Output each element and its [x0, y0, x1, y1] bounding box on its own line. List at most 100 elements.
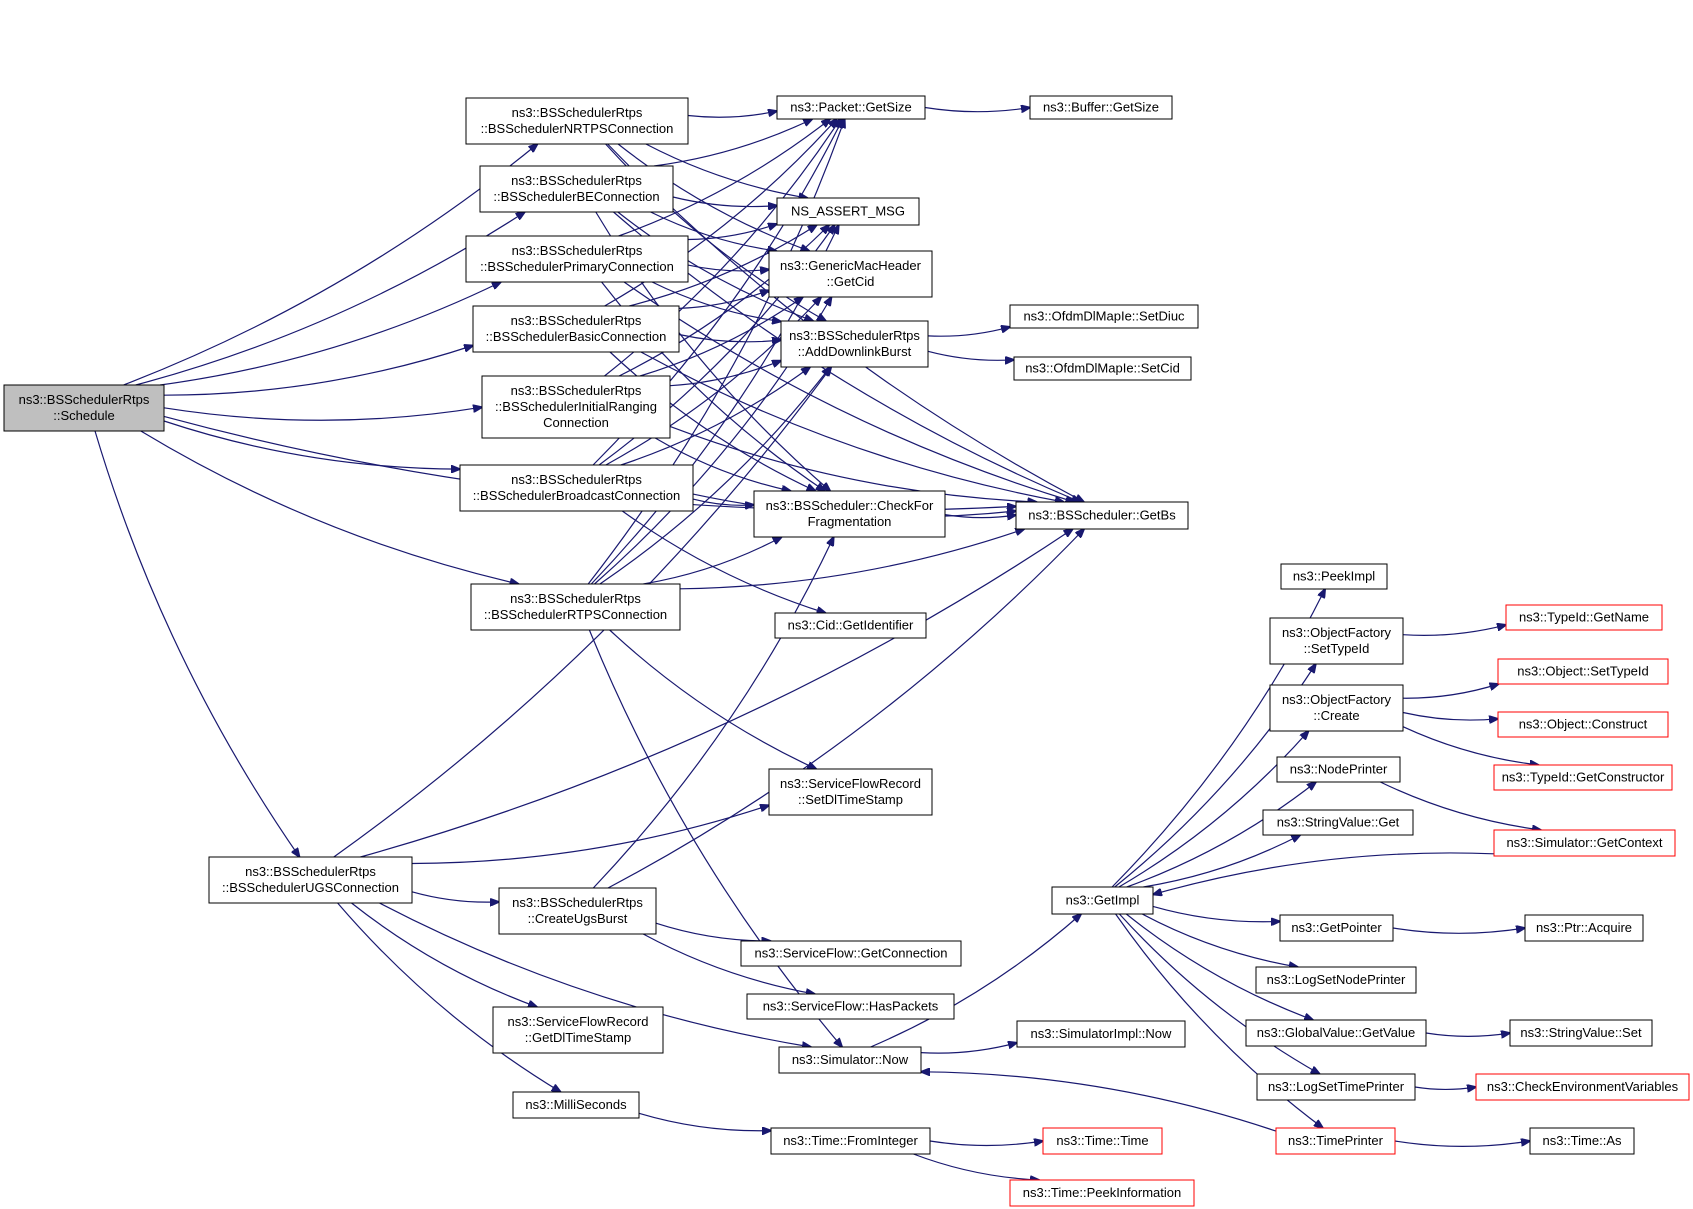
- node-sfgetconn[interactable]: ns3::ServiceFlow::GetConnection: [740, 940, 962, 967]
- node-ofsettypeid[interactable]: ns3::ObjectFactory::SetTypeId: [1269, 617, 1404, 665]
- edge-ugs-to-getdlts: [351, 902, 538, 1007]
- node-adddl[interactable]: ns3::BSSchedulerRtps::AddDownlinkBurst: [780, 320, 929, 368]
- node-label: ns3::NodePrinter: [1290, 762, 1388, 777]
- node-be[interactable]: ns3::BSSchedulerRtps::BSSchedulerBEConne…: [479, 165, 674, 213]
- edge-gvgetvalue-to-svset: [1425, 1033, 1510, 1036]
- edge-primary-to-getsize: [618, 119, 831, 237]
- edge-primary-to-getcid: [687, 264, 769, 271]
- node-box: [3, 384, 165, 432]
- node-ofcreate[interactable]: ns3::ObjectFactory::Create: [1269, 684, 1404, 732]
- node-basic[interactable]: ns3::BSSchedulerRtps::BSSchedulerBasicCo…: [472, 305, 680, 353]
- node-timeprinter[interactable]: ns3::TimePrinter: [1275, 1127, 1396, 1155]
- node-peekimpl[interactable]: ns3::PeekImpl: [1280, 563, 1388, 590]
- node-box: [1269, 684, 1404, 732]
- edge-getimpl-to-nodeprinter: [1126, 782, 1316, 888]
- edge-rtps-to-setdlts: [609, 629, 817, 769]
- node-label: ::BSSchedulerBroadcastConnection: [473, 488, 680, 503]
- node-timeas[interactable]: ns3::Time::As: [1529, 1127, 1635, 1155]
- node-ptracquire[interactable]: ns3::Ptr::Acquire: [1524, 914, 1644, 942]
- node-peekinfo[interactable]: ns3::Time::PeekInformation: [1009, 1179, 1195, 1207]
- node-getimpl[interactable]: ns3::GetImpl: [1051, 886, 1154, 915]
- node-checkenv[interactable]: ns3::CheckEnvironmentVariables: [1475, 1073, 1690, 1101]
- node-simimplnow[interactable]: ns3::SimulatorImpl::Now: [1016, 1020, 1186, 1048]
- node-initranging[interactable]: ns3::BSSchedulerRtps::BSSchedulerInitial…: [481, 375, 671, 439]
- edge-getsize-to-bufgetsize: [924, 108, 1030, 112]
- node-label: ns3::BSSchedulerRtps: [19, 392, 150, 407]
- edge-schedule-to-broadcast: [163, 420, 460, 469]
- edge-timeprinter-to-timeas: [1394, 1141, 1530, 1147]
- node-box: [776, 197, 920, 226]
- node-ugs[interactable]: ns3::BSSchedulerRtps::BSSchedulerUGSConn…: [208, 856, 413, 904]
- node-haspackets[interactable]: ns3::ServiceFlow::HasPackets: [746, 993, 955, 1020]
- node-label: ns3::Time::PeekInformation: [1023, 1185, 1181, 1200]
- node-getsize[interactable]: ns3::Packet::GetSize: [776, 95, 926, 120]
- node-label: ns3::BSSchedulerRtps: [511, 313, 642, 328]
- node-createugs[interactable]: ns3::BSSchedulerRtps::CreateUgsBurst: [498, 887, 657, 935]
- node-box: [459, 464, 694, 512]
- node-getdlts[interactable]: ns3::ServiceFlowRecord::GetDlTimeStamp: [492, 1006, 664, 1054]
- node-nrtps[interactable]: ns3::BSSchedulerRtps::BSSchedulerNRTPSCo…: [465, 97, 689, 145]
- node-label: ::BSSchedulerRTPSConnection: [484, 607, 667, 622]
- node-box: [1255, 966, 1417, 994]
- node-setdlts[interactable]: ns3::ServiceFlowRecord::SetDlTimeStamp: [768, 768, 933, 816]
- edge-createugs-to-checkfrag: [592, 537, 833, 889]
- node-objconstruct[interactable]: ns3::Object::Construct: [1497, 711, 1669, 738]
- node-label: ns3::Time::FromInteger: [783, 1133, 918, 1148]
- edge-frominteger-to-peekinfo: [913, 1153, 1039, 1180]
- node-simgetctx[interactable]: ns3::Simulator::GetContext: [1493, 829, 1676, 857]
- node-schedule[interactable]: ns3::BSSchedulerRtps::Schedule: [3, 384, 165, 432]
- node-rtps[interactable]: ns3::BSSchedulerRtps::BSSchedulerRTPSCon…: [470, 583, 681, 631]
- node-frominteger[interactable]: ns3::Time::FromInteger: [770, 1127, 931, 1155]
- node-box: [470, 583, 681, 631]
- node-getcid[interactable]: ns3::GenericMacHeader::GetCid: [768, 250, 933, 298]
- node-label: ns3::GenericMacHeader: [780, 258, 922, 273]
- edge-rtps-to-getsize: [587, 119, 845, 585]
- node-typeidgetname[interactable]: ns3::TypeId::GetName: [1505, 604, 1663, 631]
- edge-milli-to-frominteger: [638, 1112, 771, 1130]
- node-box: [465, 97, 689, 145]
- node-assert[interactable]: NS_ASSERT_MSG: [776, 197, 920, 226]
- node-nodeprinter[interactable]: ns3::NodePrinter: [1276, 756, 1401, 783]
- edge-ofcreate-to-objsettypeid: [1402, 684, 1499, 699]
- edge-createugs-to-haspackets: [642, 933, 815, 994]
- node-cidgetid[interactable]: ns3::Cid::GetIdentifier: [774, 612, 927, 639]
- edge-schedule-to-initranging: [163, 407, 482, 421]
- node-setdiuc[interactable]: ns3::OfdmDlMapIe::SetDiuc: [1009, 304, 1199, 329]
- node-svset[interactable]: ns3::StringValue::Set: [1509, 1019, 1653, 1047]
- node-setcid[interactable]: ns3::OfdmDlMapIe::SetCid: [1013, 356, 1192, 381]
- node-now[interactable]: ns3::Simulator::Now: [778, 1046, 922, 1074]
- node-svget[interactable]: ns3::StringValue::Get: [1262, 809, 1414, 836]
- node-typeidgetctor[interactable]: ns3::TypeId::GetConstructor: [1493, 764, 1673, 791]
- node-label: ns3::ObjectFactory: [1282, 692, 1392, 707]
- node-label: ns3::CheckEnvironmentVariables: [1487, 1079, 1679, 1094]
- node-timetime[interactable]: ns3::Time::Time: [1042, 1127, 1163, 1155]
- edge-broadcast-to-adddl: [620, 367, 810, 466]
- node-getpointer[interactable]: ns3::GetPointer: [1279, 914, 1394, 942]
- node-broadcast[interactable]: ns3::BSSchedulerRtps::BSSchedulerBroadca…: [459, 464, 694, 512]
- node-box: [1009, 1179, 1195, 1207]
- edge-ugs-to-milli: [337, 902, 561, 1092]
- edge-ofsettypeid-to-typeidgetname: [1402, 625, 1506, 636]
- edge-schedule-to-basic: [163, 346, 473, 396]
- node-objsettypeid[interactable]: ns3::Object::SetTypeId: [1497, 658, 1669, 685]
- node-milli[interactable]: ns3::MilliSeconds: [512, 1091, 640, 1119]
- node-box: [1269, 617, 1404, 665]
- node-bufgetsize[interactable]: ns3::Buffer::GetSize: [1029, 95, 1173, 120]
- node-box: [1493, 829, 1676, 857]
- edge-simgetctx-to-getimpl: [1153, 852, 1495, 895]
- node-logsettime[interactable]: ns3::LogSetTimePrinter: [1256, 1073, 1416, 1101]
- node-label: ns3::Buffer::GetSize: [1043, 100, 1159, 115]
- node-getbs[interactable]: ns3::BSScheduler::GetBs: [1015, 501, 1189, 530]
- node-label: ns3::MilliSeconds: [525, 1097, 627, 1112]
- node-label: ns3::Ptr::Acquire: [1536, 920, 1632, 935]
- node-label: ns3::ServiceFlow::HasPackets: [763, 999, 939, 1014]
- edge-schedule-to-primary: [160, 282, 501, 386]
- node-primary[interactable]: ns3::BSSchedulerRtps::BSSchedulerPrimary…: [465, 235, 689, 283]
- node-box: [465, 235, 689, 283]
- node-label: ::BSSchedulerInitialRanging: [495, 399, 657, 414]
- node-logsetnode[interactable]: ns3::LogSetNodePrinter: [1255, 966, 1417, 994]
- node-label: ns3::ServiceFlowRecord: [780, 776, 921, 791]
- node-gvgetvalue[interactable]: ns3::GlobalValue::GetValue: [1245, 1019, 1427, 1047]
